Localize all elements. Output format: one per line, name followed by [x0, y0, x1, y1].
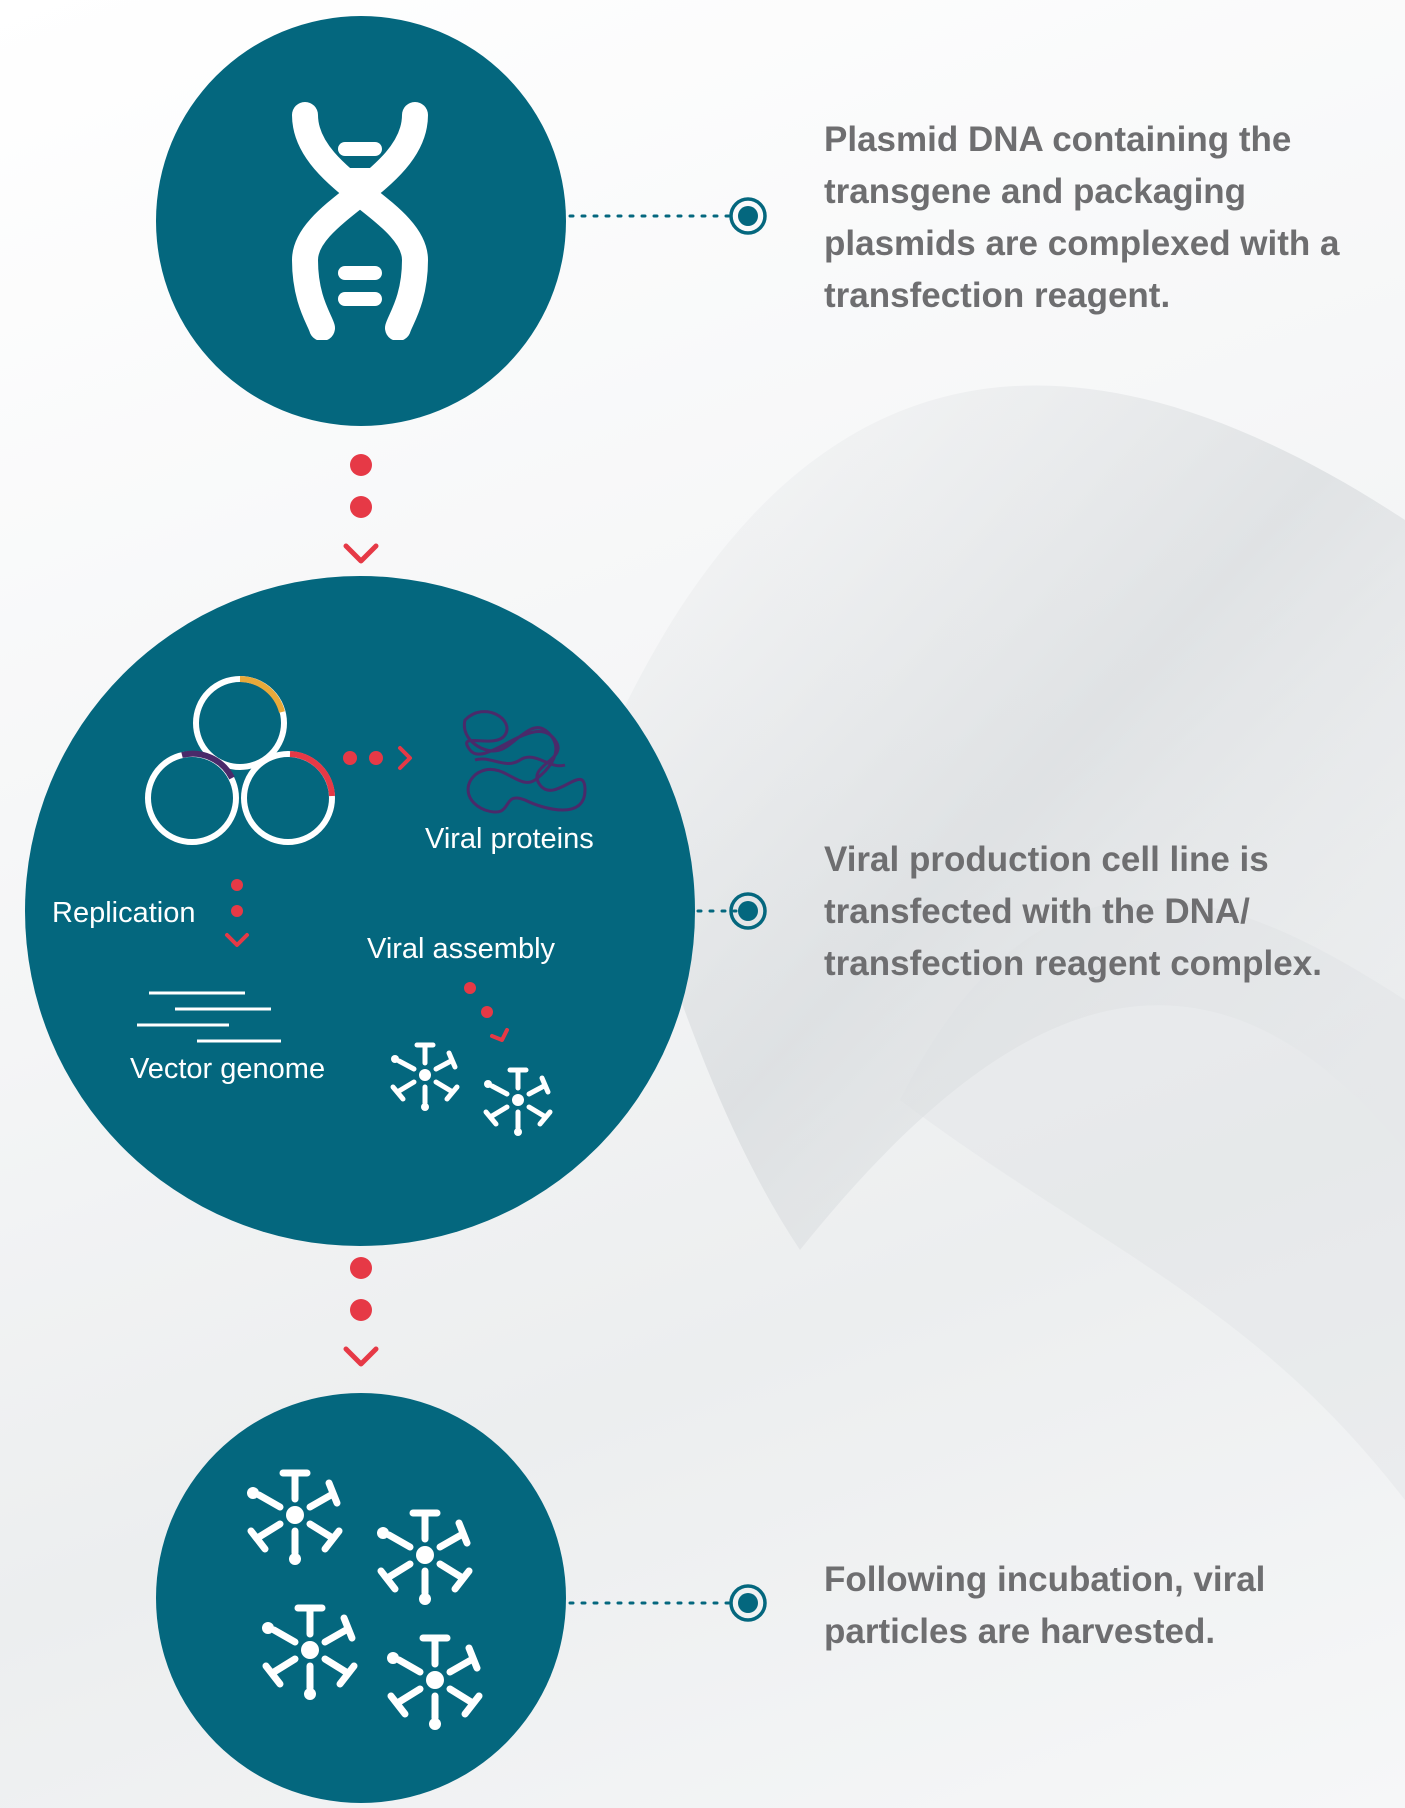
vector-genome-label: Vector genome [130, 1053, 326, 1085]
step-3-connector [568, 1584, 767, 1622]
replication-arrow [225, 879, 249, 947]
flow-arrow-1 [343, 454, 379, 564]
viral-assembly-label: Viral assembly [367, 933, 556, 965]
step-3-description: Following incubation, viral particles ar… [824, 1560, 1266, 1651]
step-1-connector [568, 197, 767, 235]
viral-proteins-label: Viral proteins [425, 823, 594, 855]
arrow-to-proteins [343, 746, 412, 770]
step-2-connector [696, 892, 767, 930]
step-1-circle [156, 16, 566, 426]
assembly-arrow [464, 982, 509, 1042]
viral-proteins-icon [462, 710, 587, 814]
flow-arrow-2 [343, 1257, 379, 1367]
vector-genome-icon [137, 991, 281, 1043]
step-3-circle [156, 1393, 566, 1803]
step-2-description: Viral production cell line is transfecte… [824, 840, 1322, 983]
step-2-circle [25, 576, 695, 1246]
step-1-description: Plasmid DNA containing the transgene and… [824, 120, 1340, 315]
virion-icon [390, 1042, 460, 1111]
virion-icon [483, 1067, 553, 1136]
dna-helix-icon [291, 102, 429, 340]
plasmids-icon [145, 676, 335, 845]
replication-label: Replication [52, 897, 196, 929]
viral-particles-icon [215, 1445, 515, 1745]
